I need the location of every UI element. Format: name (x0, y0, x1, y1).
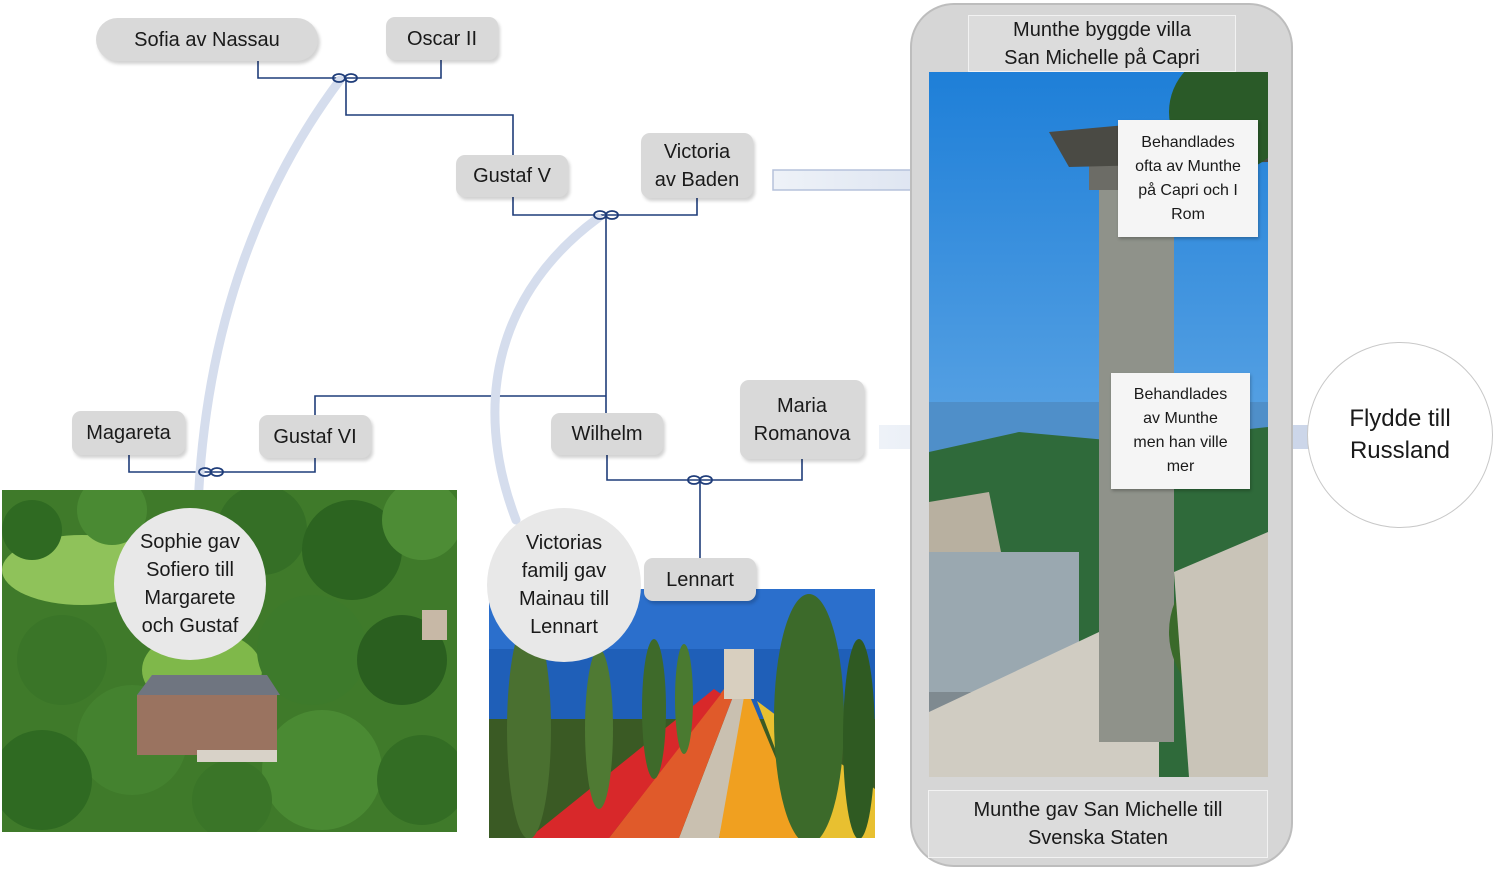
marriage-symbol-sofia-oscar (332, 73, 358, 83)
marriage-line-sofia-oscar (257, 60, 442, 79)
person-node-victoria: Victoria av Baden (641, 133, 753, 198)
sofiero-photo (2, 490, 457, 832)
marriage-symbol-wilhelm-maria (687, 475, 713, 485)
marriage-line-magareta-gustaf-vi (128, 455, 316, 473)
person-node-lennart: Lennart (644, 558, 756, 601)
marriage-symbol-gustaf-victoria (593, 210, 619, 220)
note-victoria-treatment: Behandlades ofta av Munthe på Capri och … (1118, 120, 1258, 237)
person-node-gustaf-v: Gustaf V (456, 155, 568, 197)
person-node-oscar: Oscar II (386, 17, 498, 60)
note-maria-treatment: Behandlades av Munthe men han ville mer (1111, 373, 1250, 489)
link-curve-victoria-to-mainau (490, 213, 603, 525)
person-node-gustaf-vi: Gustaf VI (259, 415, 371, 458)
descent-line-gustaf-v (345, 78, 514, 155)
panel-bottom-caption: Munthe gav San Michelle till Svenska Sta… (928, 790, 1268, 858)
marriage-line-wilhelm-maria (606, 455, 803, 481)
marriage-symbol-magareta-gustaf-vi (198, 467, 224, 477)
person-node-magareta: Magareta (72, 411, 185, 455)
bubble-sofiero-gift: Sophie gav Sofiero till Margarete och Gu… (114, 508, 266, 660)
link-curve-sofia-to-sofiero (193, 75, 345, 513)
panel-top-caption: Munthe byggde villa San Michelle på Capr… (968, 15, 1236, 72)
person-node-wilhelm: Wilhelm (551, 413, 663, 455)
outcome-russland-circle: Flydde till Russland (1307, 342, 1493, 528)
person-node-maria: Maria Romanova (740, 380, 864, 459)
marriage-line-gustaf-victoria (512, 197, 698, 216)
person-node-sofia: Sofia av Nassau (96, 18, 318, 61)
bubble-mainau-gift: Victorias familj gav Mainau till Lennart (487, 508, 641, 662)
descent-line-gustaf-vi (314, 395, 606, 415)
